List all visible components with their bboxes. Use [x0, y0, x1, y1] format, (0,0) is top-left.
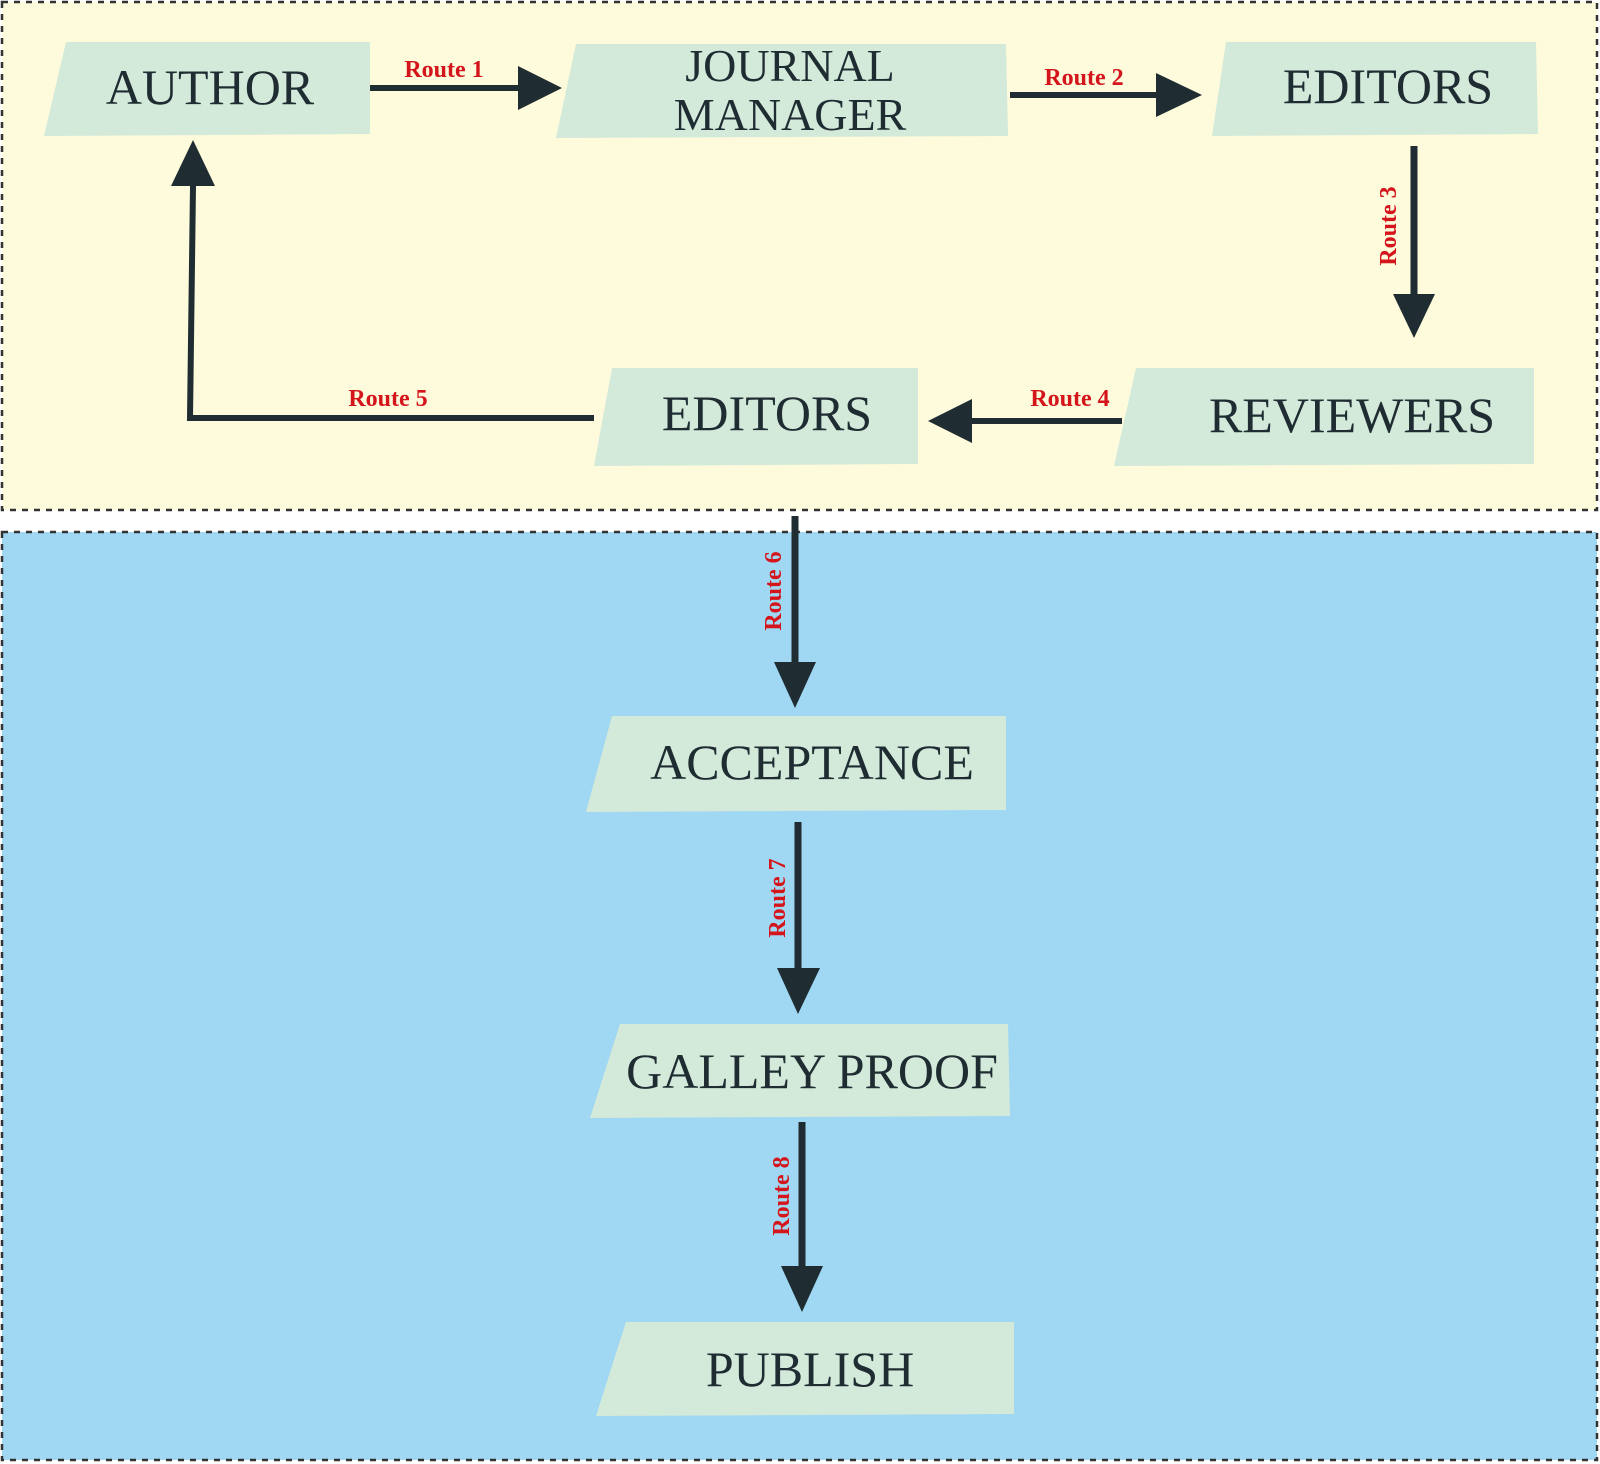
node-editors-mid-label: EDITORS	[662, 385, 872, 441]
node-acceptance	[586, 716, 1006, 812]
route-7-label: Route 7	[765, 858, 791, 937]
route-1-label: Route 1	[404, 57, 483, 83]
arrowhead-route-2	[1156, 73, 1202, 117]
arrows	[171, 66, 1435, 1312]
route-6-label: Route 6	[761, 551, 787, 630]
node-publish	[596, 1322, 1014, 1416]
node-reviewers	[1114, 368, 1534, 466]
arrowhead-route-7	[777, 968, 820, 1014]
node-reviewers-label: REVIEWERS	[1209, 387, 1495, 443]
node-journal-manager	[556, 44, 1008, 138]
node-editors-top	[1212, 42, 1538, 136]
arrowhead-route-4	[928, 399, 972, 443]
node-galley-proof-label: GALLEY PROOF	[626, 1043, 998, 1099]
node-editors-mid	[594, 368, 918, 466]
arrowhead-route-3	[1393, 294, 1435, 338]
route-2-label: Route 2	[1044, 65, 1123, 91]
node-journal-manager-label-line2: MANAGER	[674, 89, 907, 140]
route-8-label: Route 8	[769, 1156, 795, 1235]
node-galley-proof	[590, 1024, 1010, 1118]
node-publish-label: PUBLISH	[706, 1341, 914, 1397]
node-acceptance-label: ACCEPTANCE	[650, 734, 974, 790]
route-5-label: Route 5	[348, 386, 427, 412]
arrowhead-route-8	[781, 1266, 823, 1312]
node-journal-manager-label-line1: JOURNAL	[685, 40, 895, 91]
arrowhead-route-6	[774, 662, 816, 708]
node-editors-top-label: EDITORS	[1283, 58, 1493, 114]
arrowhead-route-1	[518, 66, 562, 110]
route-4-label: Route 4	[1030, 386, 1109, 412]
node-author-label: AUTHOR	[106, 59, 315, 115]
route-3-label: Route 3	[1376, 186, 1402, 265]
node-author	[44, 42, 370, 136]
arrow-route-5	[186, 185, 594, 421]
arrowhead-route-5	[171, 140, 215, 186]
